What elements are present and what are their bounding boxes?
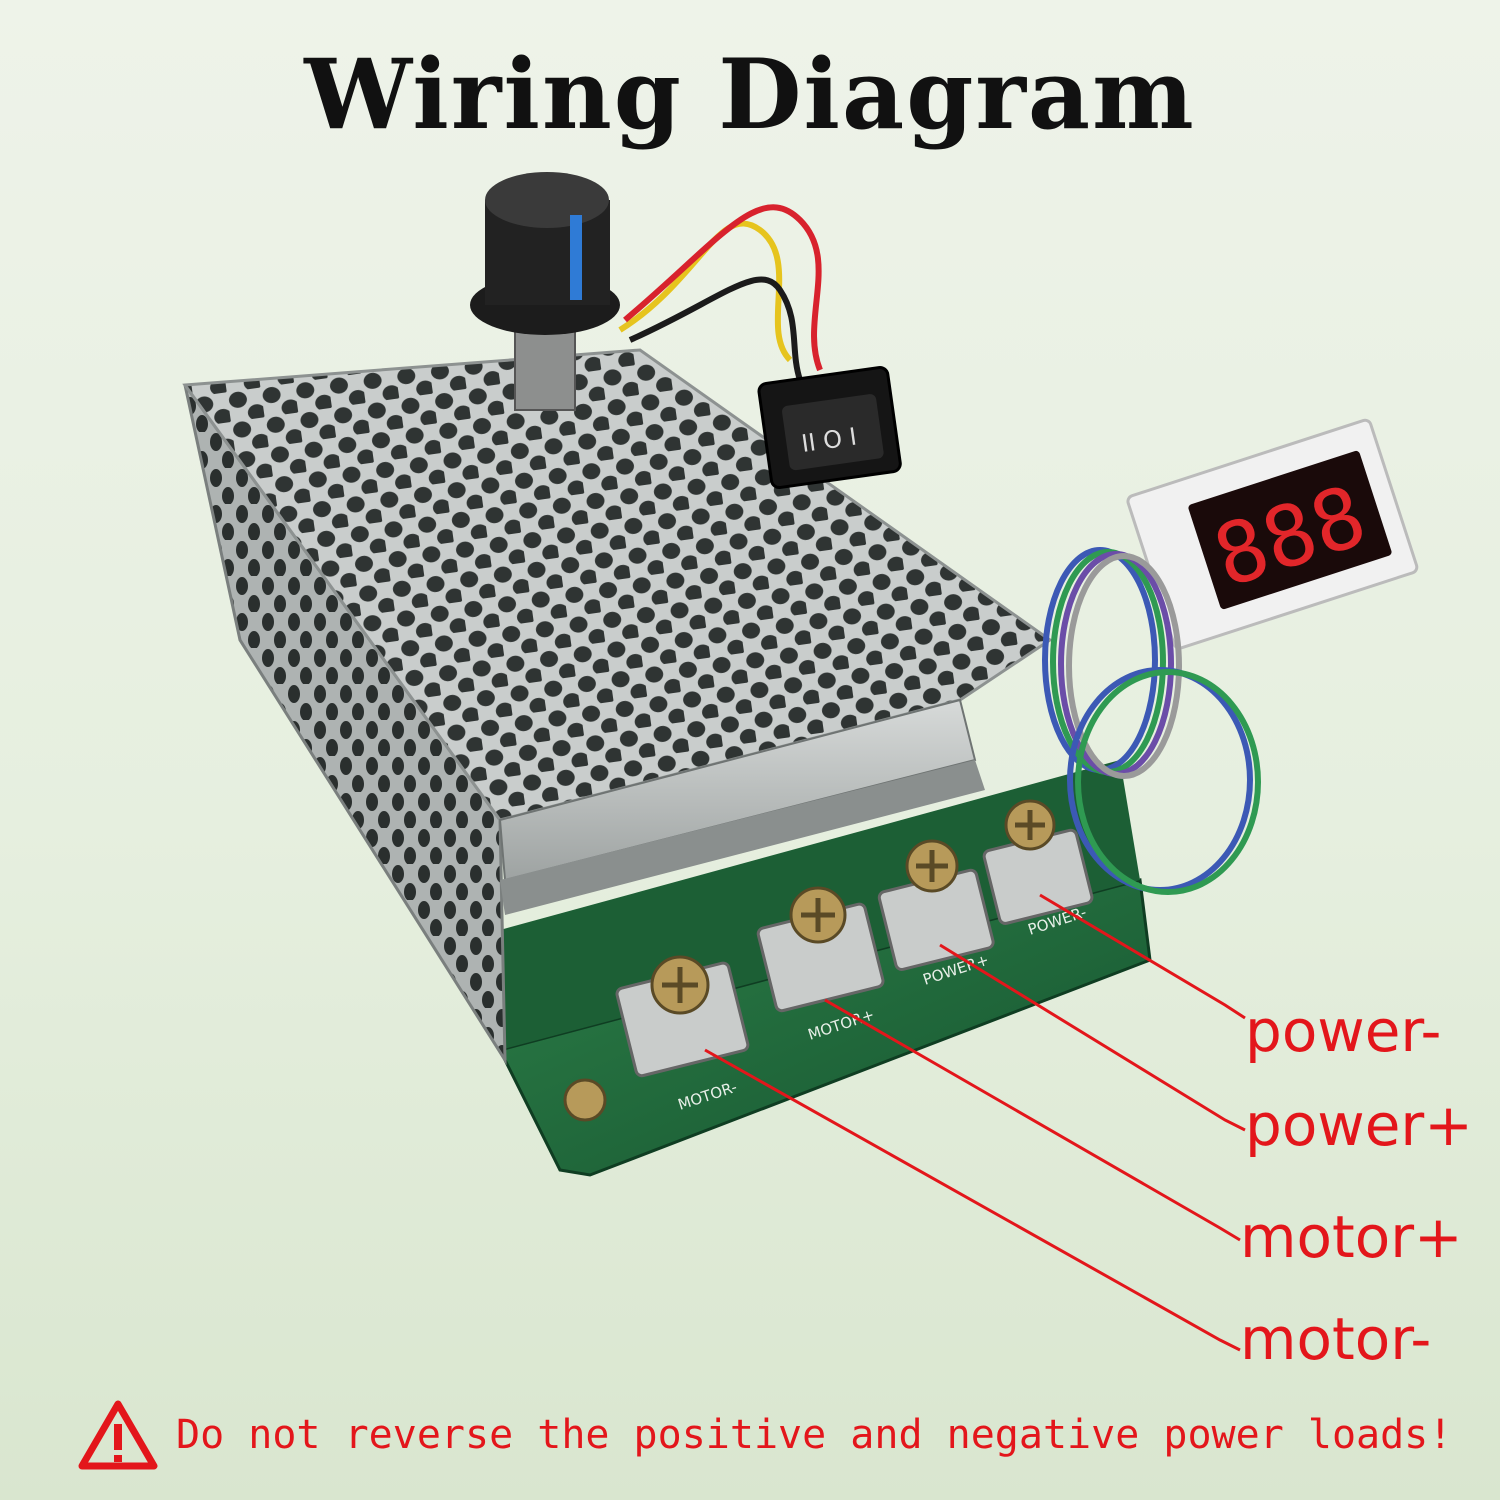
- potentiometer-knob: [470, 172, 620, 411]
- warning-triangle-icon: [78, 1400, 158, 1470]
- warning-text: Do not reverse the positive and negative…: [176, 1412, 1453, 1458]
- terminal-motor-plus: [756, 886, 885, 1013]
- switch-wires: [618, 204, 823, 381]
- display-ribbon-cable: [1042, 547, 1261, 895]
- callout-power-plus: power+: [1245, 1091, 1473, 1159]
- terminal-power-plus: [877, 839, 995, 971]
- leader-power-plus: [939, 943, 1246, 1132]
- callout-motor-plus: motor+: [1240, 1203, 1463, 1271]
- leader-motor-plus: [824, 998, 1241, 1242]
- rocker-switch: II O I: [757, 366, 902, 490]
- digital-display: 888: [1126, 418, 1419, 650]
- page-title: Wiring Diagram: [304, 38, 1196, 151]
- callout-power-minus: power-: [1245, 997, 1442, 1065]
- mounting-screw: [563, 1078, 607, 1122]
- callout-motor-minus: motor-: [1240, 1305, 1432, 1373]
- leader-power-minus: [1039, 893, 1246, 1020]
- leader-motor-minus: [704, 1048, 1241, 1352]
- warning-banner: Do not reverse the positive and negative…: [78, 1400, 1478, 1470]
- callout-lines: [704, 893, 1246, 1352]
- terminal-motor-minus: [615, 955, 750, 1078]
- terminal-power-minus: [982, 799, 1094, 925]
